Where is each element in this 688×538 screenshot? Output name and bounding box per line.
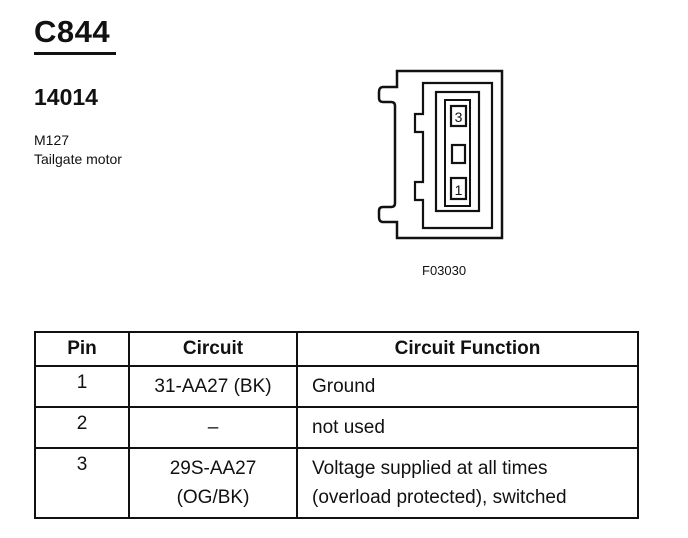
connector-outer-housing: [377, 69, 504, 240]
header-pin: Pin: [34, 331, 130, 367]
pin-cell: 3: [34, 447, 130, 519]
circuit-line: 31-AA27 (BK): [154, 376, 272, 397]
circuit-line: (OG/BK): [176, 487, 250, 508]
function-cell: not used: [296, 406, 639, 449]
connector-inner-shell: [413, 81, 494, 230]
header-circuit: Circuit: [128, 331, 298, 367]
function-cell: Ground: [296, 365, 639, 408]
function-line: Voltage supplied at all times: [312, 458, 548, 479]
pin-cell: 2: [34, 406, 130, 449]
table-row: 2 – not used: [34, 406, 639, 449]
cavity-2: [450, 143, 467, 165]
connector-face-diagram: 3 1: [377, 69, 504, 240]
table-header-row: Pin Circuit Circuit Function: [34, 331, 639, 367]
figure-id: F03030: [422, 263, 467, 278]
function-line: not used: [312, 417, 385, 438]
table-row: 3 29S-AA27 (OG/BK) Voltage supplied at a…: [34, 447, 639, 519]
pin-table: Pin Circuit Circuit Function 1 31-AA27 (…: [34, 331, 639, 519]
component-code: M127: [34, 132, 70, 148]
circuit-cell: 29S-AA27 (OG/BK): [128, 447, 298, 519]
function-line: Ground: [312, 376, 376, 397]
terminal-carrier: [434, 90, 481, 213]
cavity-label-3: 3: [455, 109, 463, 125]
function-line: (overload protected), switched: [312, 487, 567, 508]
circuit-line: 29S-AA27: [169, 458, 257, 479]
title-underline: [34, 52, 116, 55]
function-cell: Voltage supplied at all times (overload …: [296, 447, 639, 519]
part-number: 14014: [34, 84, 98, 110]
cavity-label-1: 1: [455, 182, 463, 198]
circuit-cell: –: [128, 406, 298, 449]
header-circuit-function: Circuit Function: [296, 331, 639, 367]
connector-id: C844: [34, 14, 111, 49]
component-description: Tailgate motor: [34, 151, 122, 167]
circuit-cell: 31-AA27 (BK): [128, 365, 298, 408]
cavity-1: [449, 176, 468, 201]
cavity-3: [449, 104, 468, 128]
terminal-window: [444, 99, 471, 207]
pin-cell: 1: [34, 365, 130, 408]
circuit-line: –: [207, 417, 219, 438]
table-row: 1 31-AA27 (BK) Ground: [34, 365, 639, 408]
